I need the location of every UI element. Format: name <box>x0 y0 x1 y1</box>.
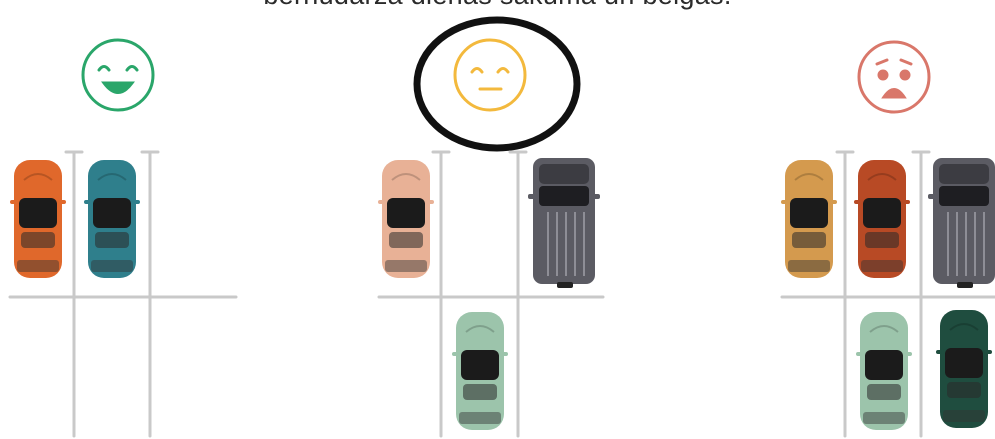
mint-car-2 <box>856 312 912 430</box>
mustard-car <box>781 160 837 278</box>
peach-car <box>378 160 434 278</box>
neutral-face-icon <box>455 40 525 110</box>
mint-car <box>452 312 508 430</box>
dark-green-car <box>936 310 992 428</box>
dark-gray-suv-2 <box>928 158 995 288</box>
orange-car <box>10 160 66 278</box>
dark-gray-suv <box>528 158 600 288</box>
worried-face-icon <box>859 42 929 112</box>
teal-car <box>84 160 140 278</box>
rust-car <box>854 160 910 278</box>
happy-face-icon <box>83 40 153 110</box>
